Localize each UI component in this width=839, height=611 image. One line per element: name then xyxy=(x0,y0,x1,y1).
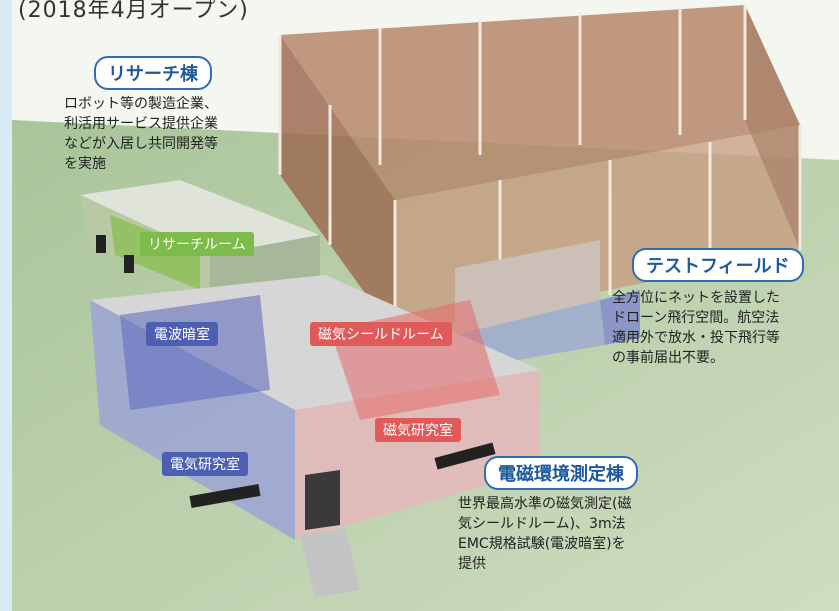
electric-lab-label: 電気研究室 xyxy=(162,452,248,476)
emc-building-description: 世界最高水準の磁気測定(磁 気シールドルーム)、3m法 EMC規格試験(電波暗室… xyxy=(458,496,632,572)
research-building-title: リサーチ棟 xyxy=(94,56,212,90)
emc-building-title: 電磁環境測定棟 xyxy=(484,456,638,490)
left-strip xyxy=(0,0,12,611)
opening-date-note: (2018年4月オープン) xyxy=(18,0,249,23)
test-field-description: 全方位にネットを設置した ドローン飛行空間。航空法 適用外で放水・投下飛行等 の… xyxy=(612,290,780,366)
anechoic-room-label: 電波暗室 xyxy=(146,322,218,346)
research-building-description: ロボット等の製造企業、 利活用サービス提供企業 などが入居し共同開発等 を実施 xyxy=(64,96,218,172)
magnetic-shield-room-label: 磁気シールドルーム xyxy=(310,322,452,346)
research-room-label: リサーチルーム xyxy=(140,232,254,256)
magnetic-lab-label: 磁気研究室 xyxy=(375,418,461,442)
test-field-title: テストフィールド xyxy=(632,248,804,282)
